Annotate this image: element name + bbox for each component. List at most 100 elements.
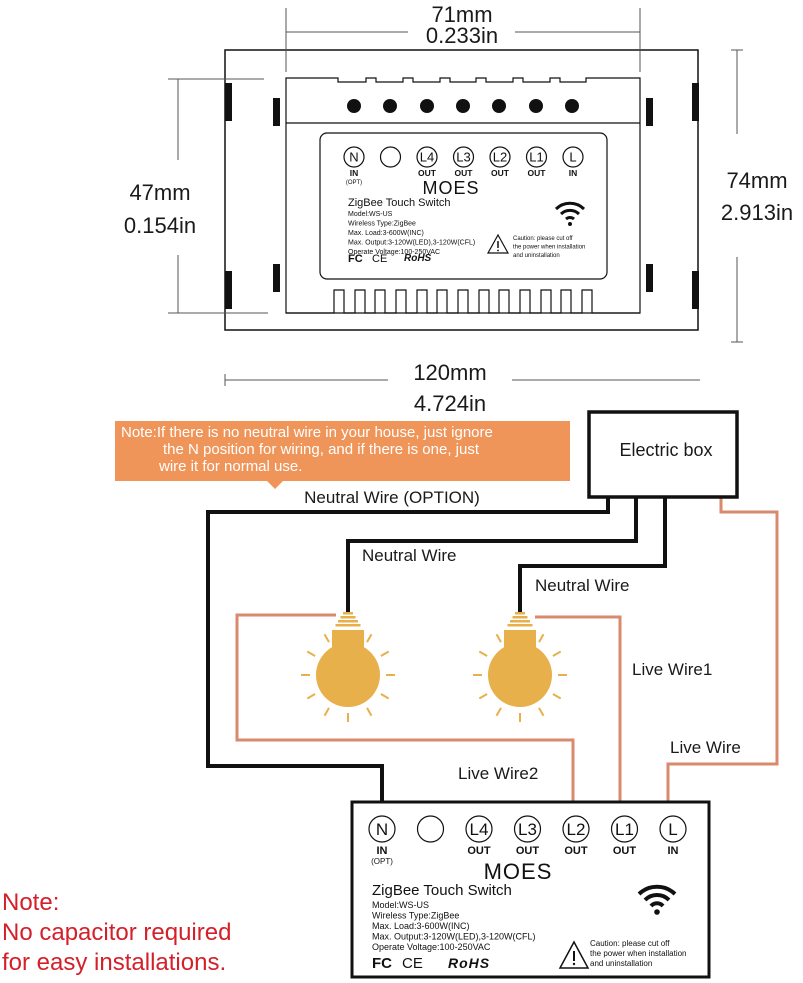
terminal-circle xyxy=(562,146,584,168)
spec-line: Operate Voltage:100-250VAC xyxy=(348,249,440,256)
mount-tab xyxy=(273,98,280,126)
caution-line: Caution: please cut off xyxy=(513,236,573,242)
spec-line: Max. Output:3-120W(LED),3-120W(CFL) xyxy=(348,240,475,247)
mount-tab xyxy=(225,83,232,121)
dim-left-in: 0.154in xyxy=(124,213,196,238)
dim-top-in: 0.233in xyxy=(426,23,498,48)
dim-left-mm: 47mm xyxy=(129,180,190,205)
terminal-circle xyxy=(452,146,475,168)
terminal-direction: OUT xyxy=(564,845,588,857)
terminal-circle xyxy=(489,146,511,168)
hole xyxy=(565,99,579,113)
wifi-icon xyxy=(554,201,586,226)
spec-line: Max. Output:3-120W(LED),3-120W(CFL) xyxy=(372,932,536,942)
neutral-option-label: Neutral Wire (OPTION) xyxy=(304,488,480,507)
caution-line: and uninstallation xyxy=(590,959,652,968)
outer-frame xyxy=(224,49,699,331)
terminal-direction: IN xyxy=(569,168,578,178)
dim-bottom-mm: 120mm xyxy=(413,360,486,385)
fcc-mark: FC xyxy=(348,253,363,265)
terminal-optional: (OPT) xyxy=(346,180,362,186)
moes-logo: MOES xyxy=(484,859,553,884)
note-line-1: Note:If there is no neutral wire in your… xyxy=(121,424,493,441)
note-line-3: wire it for normal use. xyxy=(159,458,303,475)
terminal-direction: OUT xyxy=(467,845,491,857)
spec-line: Wireless Type:ZigBee xyxy=(372,911,459,921)
moes-logo: MOES xyxy=(422,178,479,198)
live-wire-1 xyxy=(535,615,622,820)
neutral-wire-2 xyxy=(518,497,667,613)
electric-box xyxy=(587,410,739,499)
terminal-blank xyxy=(379,146,402,168)
product-name: ZigBee Touch Switch xyxy=(372,882,512,899)
terminal-direction: IN xyxy=(377,845,388,857)
label-panel xyxy=(319,132,608,280)
top-holes xyxy=(347,99,579,113)
terminal-optional: (OPT) xyxy=(371,857,393,866)
terminal-direction: OUT xyxy=(491,168,510,178)
neutral-note-callout: Note:If there is no neutral wire in your… xyxy=(115,421,570,481)
rohs-mark: RoHS xyxy=(448,955,490,971)
terminal-circle xyxy=(416,815,445,843)
terminal-id: L xyxy=(668,820,677,839)
terminal-id: L4 xyxy=(420,150,434,165)
caution-line: Caution: please cut off xyxy=(590,939,670,948)
terminal-L: L IN xyxy=(659,815,687,857)
mount-tab xyxy=(273,264,280,292)
caution-line: the power when installation xyxy=(513,245,585,251)
spec-line: Model:WS-US xyxy=(372,900,429,910)
spec-line: Max. Load:3-600W(INC) xyxy=(348,230,424,237)
terminal-circle xyxy=(610,815,639,843)
terminal-circle xyxy=(562,815,590,843)
fcc-mark: FC xyxy=(372,955,392,972)
mount-tab xyxy=(692,83,699,121)
ce-mark: CE xyxy=(372,253,387,265)
terminal-direction: OUT xyxy=(455,168,474,178)
mount-tab xyxy=(646,264,653,292)
terminal-N: NIN(OPT) xyxy=(343,146,365,186)
mount-tab xyxy=(225,271,232,309)
terminal-direction: OUT xyxy=(528,168,547,178)
hole xyxy=(420,99,434,113)
wifi-icon xyxy=(637,884,677,915)
electric-box-label: Electric box xyxy=(619,440,713,460)
capacitor-note-line-3: for easy installations. xyxy=(2,949,227,976)
terminal-L: LIN xyxy=(562,146,584,178)
spec-line: Operate Voltage:100-250VAC xyxy=(372,942,491,952)
terminal-id: L4 xyxy=(470,820,489,839)
hole xyxy=(456,99,470,113)
terminal-circle xyxy=(416,146,438,168)
terminal-circle xyxy=(379,146,402,168)
terminal-id: L1 xyxy=(529,150,543,165)
dim-bottom-in: 4.724in xyxy=(414,391,486,416)
terminal-id: L3 xyxy=(518,820,537,839)
terminal-direction: OUT xyxy=(516,845,540,857)
warning-icon xyxy=(558,940,590,969)
neutral-wire-1-label: Neutral Wire xyxy=(362,546,456,565)
terminal-circle xyxy=(525,146,548,168)
terminal-circle xyxy=(343,146,365,168)
live-wire-2 xyxy=(235,613,575,820)
neutral-option-wire xyxy=(206,497,610,820)
live-wire xyxy=(666,497,779,820)
hole xyxy=(347,99,361,113)
capacitor-note-line-2: No capacitor required xyxy=(2,919,232,946)
hole xyxy=(529,99,543,113)
note-line-2: the N position for wiring, and if there … xyxy=(163,441,479,458)
caution-line: the power when installation xyxy=(590,949,687,958)
heatsink-fins xyxy=(286,289,640,314)
terminal-N: NIN(OPT) xyxy=(368,815,396,866)
terminal-direction: IN xyxy=(668,845,679,857)
capacitor-note: Note: No capacitor required for easy ins… xyxy=(2,888,231,978)
